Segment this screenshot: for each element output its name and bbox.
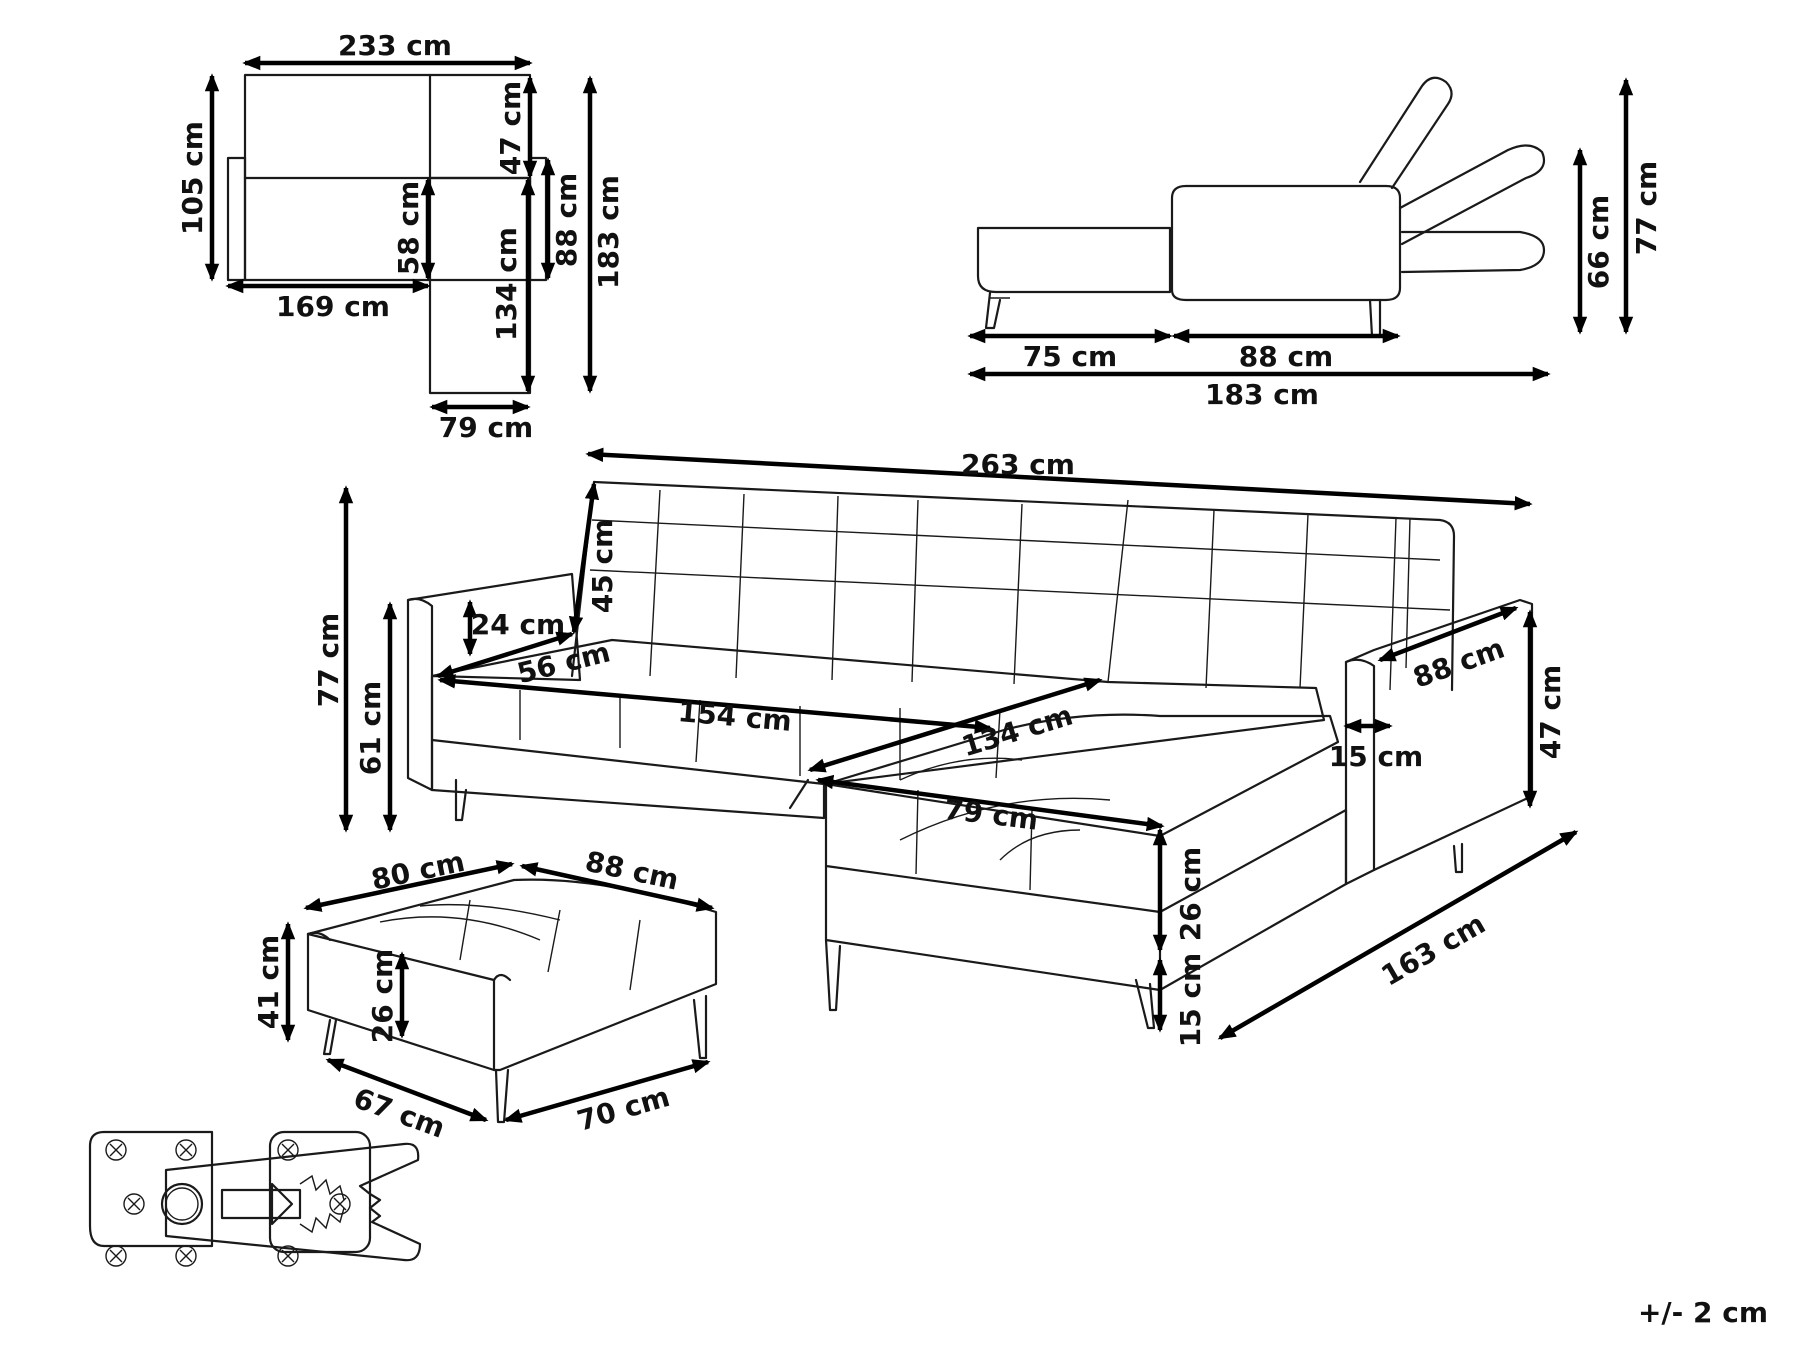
dim-total-length: 183 cm bbox=[1205, 378, 1319, 411]
dim-ottoman-26: 26 cm bbox=[366, 949, 399, 1044]
dim-163: 163 cm bbox=[1376, 907, 1491, 993]
dim-seat-depth: 58 cm bbox=[392, 181, 425, 276]
ottoman: 80 cm 88 cm 41 cm 26 cm 67 cm 70 cm bbox=[252, 845, 718, 1145]
tolerance-note: +/- 2 cm bbox=[1638, 1296, 1768, 1329]
main-view-sofa: 263 cm 77 cm 61 cm 45 cm 24 cm 56 cm 154… bbox=[312, 447, 1579, 1048]
screw-heads bbox=[105, 1139, 351, 1267]
dim-26: 26 cm bbox=[1174, 847, 1207, 942]
side-view-dimensions: 75 cm 88 cm 183 cm 66 cm 77 cm bbox=[967, 77, 1663, 411]
side-view-recline: 75 cm 88 cm 183 cm 66 cm 77 cm bbox=[967, 76, 1663, 411]
ottoman-dimensions: 80 cm 88 cm 41 cm 26 cm 67 cm 70 cm bbox=[252, 845, 715, 1145]
dim-61: 61 cm bbox=[354, 681, 387, 776]
dim-15-arm: 15 cm bbox=[1329, 740, 1424, 773]
dim-right-depth: 88 cm bbox=[1239, 340, 1334, 373]
top-view-dimensions: 233 cm 105 cm 47 cm 58 cm 169 cm 88 cm 1… bbox=[176, 29, 625, 444]
dim-chaise-extension: 88 cm bbox=[550, 173, 583, 268]
dim-79: 79 cm bbox=[942, 792, 1040, 836]
dim-chaise-depth: 134 cm bbox=[490, 227, 523, 341]
dim-ottoman-41: 41 cm bbox=[252, 935, 285, 1030]
dim-back-depth: 47 cm bbox=[494, 81, 527, 176]
dim-inner-height: 66 cm bbox=[1582, 195, 1615, 290]
dim-chaise-width: 79 cm bbox=[439, 411, 534, 444]
dim-24: 24 cm bbox=[471, 608, 566, 641]
dim-overall-length: 183 cm bbox=[592, 175, 625, 289]
dim-base-width: 169 cm bbox=[276, 290, 390, 323]
dim-overall-width: 233 cm bbox=[338, 29, 452, 62]
dim-ottoman-80: 80 cm bbox=[368, 845, 467, 897]
dim-47: 47 cm bbox=[1534, 665, 1567, 760]
dim-154: 154 cm bbox=[677, 695, 793, 738]
hinge-mechanism-detail bbox=[88, 1130, 422, 1267]
dim-77: 77 cm bbox=[312, 613, 345, 708]
top-view-plan: 233 cm 105 cm 47 cm 58 cm 169 cm 88 cm 1… bbox=[176, 29, 625, 444]
dim-back-height: 77 cm bbox=[1630, 161, 1663, 256]
dim-263: 263 cm bbox=[961, 448, 1075, 481]
side-view-outline bbox=[976, 76, 1546, 338]
dim-depth: 105 cm bbox=[176, 121, 209, 235]
dim-ottoman-70: 70 cm bbox=[573, 1080, 673, 1138]
dim-45: 45 cm bbox=[586, 519, 619, 614]
dim-left-depth: 75 cm bbox=[1023, 340, 1118, 373]
dim-15-leg: 15 cm bbox=[1174, 953, 1207, 1048]
dim-56: 56 cm bbox=[514, 635, 614, 690]
